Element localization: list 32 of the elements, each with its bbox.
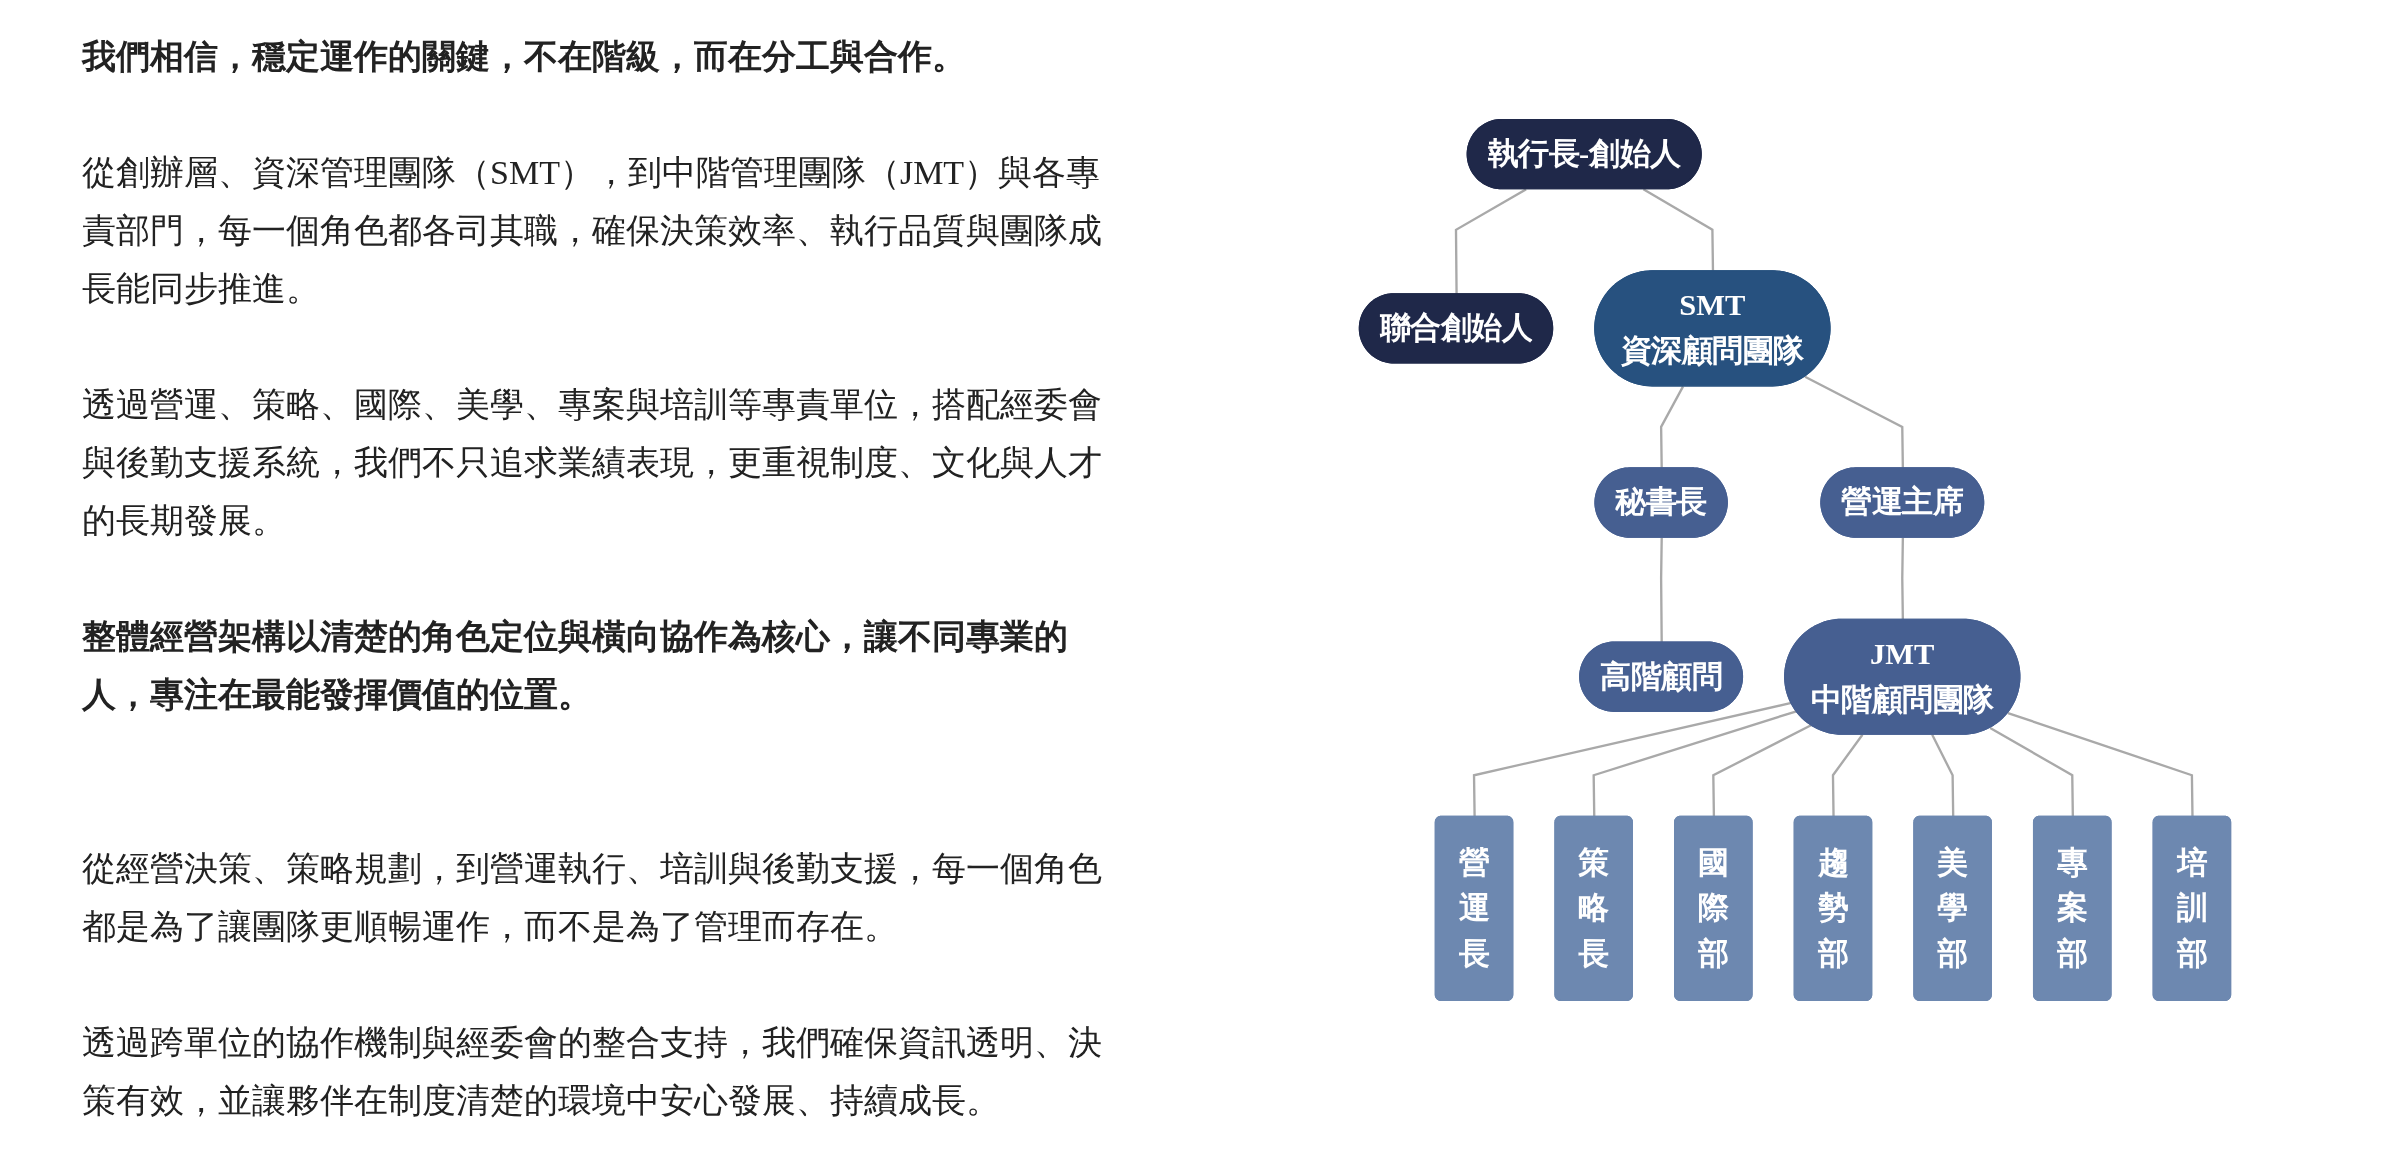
role-pill: 執行長-創始人 [1466, 118, 1702, 190]
department-pill: 營運長 [1434, 815, 1514, 1002]
paragraph: 從創辦層、資深管理團隊（SMT），到中階管理團隊（JMT）與各專責部門，每一個角色都各司其職，確保決策效率、執行品質與團隊成長能同步推進。 [82, 153, 1103, 309]
department-pill: 美學部 [1913, 815, 1992, 1002]
connector-line [1901, 537, 1905, 620]
department-pill: 國際部 [1674, 815, 1753, 1002]
connector-line [1659, 537, 1663, 643]
connector-line [1659, 385, 1685, 469]
connector-line [1712, 724, 1812, 817]
connector-line [1592, 710, 1797, 817]
role-pill: SMT 資深顧問團隊 [1594, 270, 1831, 387]
connector-line [1831, 734, 1864, 817]
paragraph: 從經營決策、策略規劃，到營運執行、培訓與後勤支援，每一個角色都是為了讓團隊更順暢運作，而不是為了管理而存在。 [82, 849, 1103, 947]
connector-line [1454, 188, 1527, 295]
connector-line [1642, 188, 1715, 272]
role-pill: 秘書長 [1594, 467, 1728, 538]
role-pill: JMT 中階顧問團隊 [1784, 618, 2021, 735]
role-pill: 聯合創始人 [1358, 293, 1554, 364]
role-pill: 高階顧問 [1579, 641, 1744, 712]
paragraph: 透過營運、策略、國際、美學、專案與培訓等專責單位，搭配經委會與後勤支援系統，我們不只追求業績表現，更重視制度、文化與人才的長期發展。 [82, 385, 1103, 541]
connector-line [1989, 726, 2075, 817]
connector-line [1931, 734, 1955, 817]
bold-statement: 整體經營架構以清楚的角色定位與橫向協作為核心，讓不同專業的人，專注在最能發揮價值的位置。 [82, 617, 1069, 715]
department-pill: 趨勢部 [1793, 815, 1873, 1002]
role-pill: 營運主席 [1820, 467, 1985, 538]
department-pill: 專案部 [2032, 815, 2112, 1002]
connector-line [1804, 375, 1905, 469]
paragraph: 透過跨單位的協作機制與經委會的整合支持，我們確保資訊透明、決策有效，並讓夥伴在制度清楚的環境中安心發展、持續成長。 [82, 1023, 1103, 1121]
bold-statement: 我們相信，穩定運作的關鍵，不在階級，而在分工與合作。 [82, 37, 967, 77]
department-pill: 策略長 [1554, 815, 1633, 1002]
connector-line [2007, 711, 2194, 817]
connector-line [1472, 701, 1792, 817]
